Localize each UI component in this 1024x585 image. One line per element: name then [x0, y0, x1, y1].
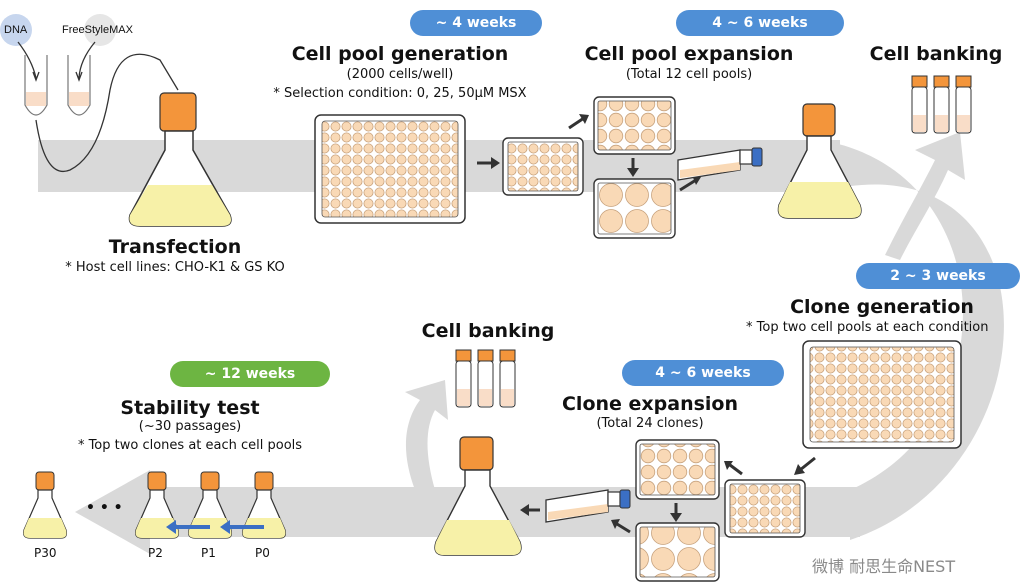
cryovials-top: [911, 75, 972, 134]
flask-clone-expansion: [434, 436, 522, 556]
clone-generation-sub: * Top two cell pools at each condition: [746, 320, 989, 335]
banking-arrow-bottom: [405, 380, 448, 490]
passage-ellipsis: • • •: [86, 500, 123, 516]
flask-pool-expansion: [777, 103, 862, 219]
pool-expansion-title: Cell pool expansion: [584, 43, 794, 65]
flask-p30: [23, 471, 68, 539]
clone-generation-title: Clone generation: [790, 296, 974, 318]
transfection-flask: [128, 92, 232, 227]
plate-6-pool: [593, 178, 676, 239]
label-p2: P2: [148, 546, 163, 560]
plate-6-clone: [635, 522, 720, 582]
cell-banking-bottom-title: Cell banking: [421, 320, 555, 342]
plate-384-clone-generation: [802, 340, 962, 449]
plate-24-pool: [593, 96, 676, 155]
stability-sub1: (~30 passages): [138, 419, 242, 434]
cryovials-bottom: [455, 349, 516, 408]
pool-generation-sub2: * Selection condition: 0, 25, 50μM MSX: [273, 86, 527, 101]
clone-expansion-sub: (Total 24 clones): [596, 416, 704, 431]
watermark: 微博 耐思生命NEST: [812, 557, 956, 576]
t-flask-pool: [677, 147, 763, 181]
transfection-note: * Host cell lines: CHO-K1 & GS KO: [65, 260, 285, 275]
plate-384-pool-generation: [314, 114, 466, 224]
plate-96-pool: [502, 137, 584, 196]
t-flask-clone: [545, 489, 631, 523]
pool-expansion-sub: (Total 12 cell pools): [625, 67, 753, 82]
plate-96-clone: [724, 479, 806, 538]
duration-pill-pool-generation: ~ 4 weeks: [410, 10, 542, 36]
stability-sub2: * Top two clones at each cell pools: [77, 438, 303, 453]
reagent-bubble: [84, 14, 116, 46]
clone-expansion-title: Clone expansion: [561, 393, 739, 415]
banking-arrow-top: [885, 132, 965, 260]
plate-24-clone: [635, 439, 720, 500]
duration-pill-pool-expansion: 4 ~ 6 weeks: [676, 10, 844, 36]
duration-pill-clone-generation: 2 ~ 3 weeks: [856, 263, 1020, 289]
pool-generation-title: Cell pool generation: [291, 43, 509, 65]
duration-pill-clone-expansion: 4 ~ 6 weeks: [622, 360, 784, 386]
duration-pill-stability: ~ 12 weeks: [170, 361, 330, 387]
dna-label: DNA: [4, 24, 28, 36]
label-p30: P30: [34, 546, 57, 560]
transfection-title: Transfection: [108, 236, 242, 258]
label-p1: P1: [201, 546, 216, 560]
cell-banking-top-title: Cell banking: [869, 43, 1003, 65]
dna-bubble: [0, 14, 32, 46]
label-p0: P0: [255, 546, 270, 560]
reagent-label: FreeStyleMAX: [62, 24, 133, 36]
stability-title: Stability test: [120, 397, 260, 419]
pool-generation-sub1: (2000 cells/well): [346, 67, 454, 82]
flask-p1: [188, 471, 233, 539]
